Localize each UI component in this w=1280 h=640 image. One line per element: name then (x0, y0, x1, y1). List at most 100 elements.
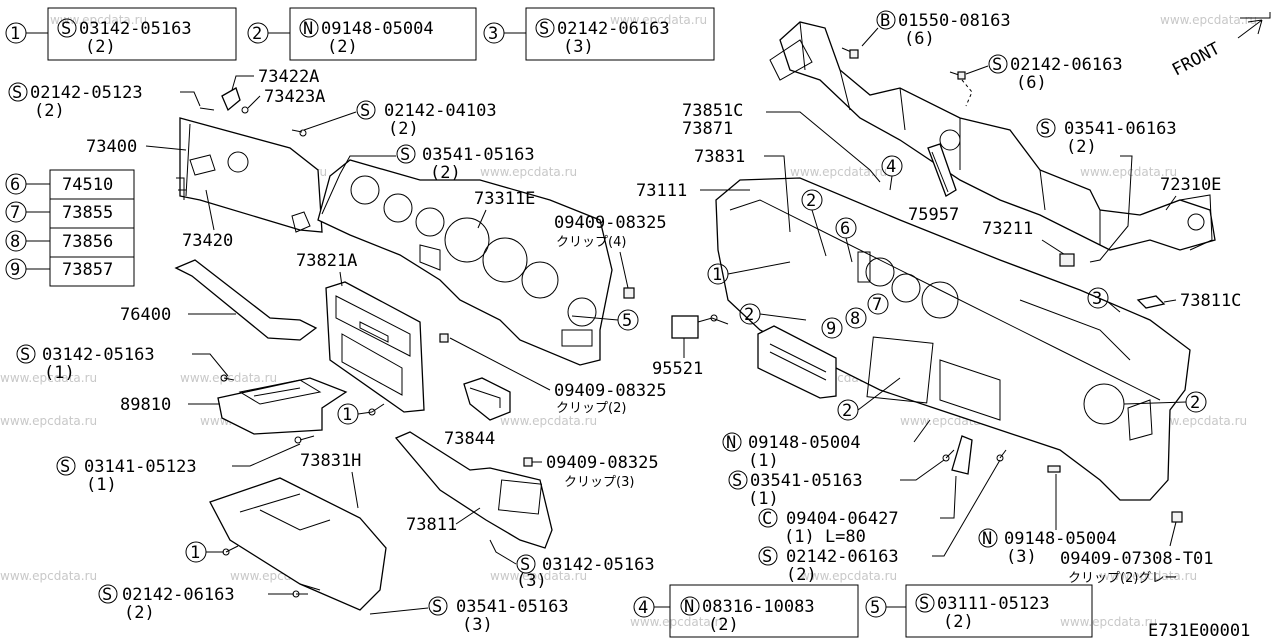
svg-text:02142-06163: 02142-06163 (786, 547, 899, 567)
svg-text:74510: 74510 (62, 175, 113, 195)
svg-text:73844: 73844 (444, 429, 495, 449)
callout-S-02142-05123: S 02142-05123 (2) (8, 82, 201, 121)
callout-6: 6 (835, 217, 857, 263)
clip-icon (523, 457, 533, 467)
callout-clip-4: 09409-08325 クリップ(4) (554, 213, 667, 289)
svg-text:02142-06163: 02142-06163 (557, 19, 670, 39)
watermark: www.epcdata.ru (180, 371, 277, 385)
screw-icon (294, 435, 315, 444)
svg-text:S: S (919, 594, 929, 614)
diagram-code: E731E00001 (1148, 621, 1250, 640)
svg-text:(2): (2) (327, 37, 358, 57)
svg-text:73821A: 73821A (296, 251, 357, 271)
svg-text:4: 4 (638, 598, 648, 618)
svg-text:03141-05123: 03141-05123 (84, 457, 197, 477)
svg-text:(3): (3) (462, 615, 493, 635)
watermark: www.epcdata.ru (0, 569, 97, 583)
svg-text:(6): (6) (904, 29, 935, 49)
svg-text:N: N (303, 19, 313, 39)
svg-text:(3): (3) (1006, 547, 1037, 567)
callout-2-upper: 2 (801, 189, 827, 257)
legend-box-4: 4 N 08316-10083 (2) (633, 584, 859, 638)
callout-S-03142-05163-3: S 03142-05163 (3) (489, 539, 655, 591)
svg-text:02142-04103: 02142-04103 (384, 101, 497, 121)
svg-text:73111: 73111 (636, 181, 687, 201)
svg-text:クリップ(4): クリップ(4) (556, 235, 626, 250)
svg-text:(2): (2) (1066, 137, 1097, 157)
svg-text:(1): (1) (748, 489, 779, 509)
svg-text:(3): (3) (516, 571, 547, 591)
svg-text:クリップ(3): クリップ(3) (564, 475, 634, 490)
svg-text:4: 4 (886, 157, 896, 177)
watermark: www.epcdata.ru (1160, 13, 1257, 27)
svg-text:S: S (1040, 119, 1050, 139)
svg-text:S: S (102, 585, 112, 605)
svg-text:73420: 73420 (182, 231, 233, 251)
svg-text:S: S (732, 471, 742, 491)
bolt-icon (841, 47, 859, 59)
svg-text:01550-08163: 01550-08163 (898, 11, 1011, 31)
legend-box-2: 2 N 09148-05004 (2) (247, 7, 477, 61)
glove-box-lid (176, 117, 323, 233)
svg-text:S: S (539, 19, 549, 39)
callout-73423A: 73423A (247, 87, 325, 109)
svg-text:2: 2 (252, 24, 262, 44)
callout-B-01550-08163: B 01550-08163 (6) (861, 10, 1011, 49)
svg-text:3: 3 (1092, 289, 1102, 309)
svg-text:03142-05163: 03142-05163 (79, 19, 192, 39)
svg-text:S: S (762, 547, 772, 567)
svg-text:09409-08325: 09409-08325 (546, 453, 659, 473)
callout-73422A: 73422A (231, 67, 319, 91)
svg-text:(2): (2) (388, 119, 419, 139)
screw-icon (996, 449, 1007, 462)
svg-text:73400: 73400 (86, 137, 137, 157)
svg-text:09148-05004: 09148-05004 (1004, 529, 1117, 549)
svg-text:2: 2 (806, 191, 816, 211)
watermark: www.epcdata.ru (790, 165, 887, 179)
svg-text:(2): (2) (34, 101, 65, 121)
assist-grip (174, 259, 318, 341)
watermark: www.epcdata.ru (480, 165, 577, 179)
callout-clip-3: 09409-08325 クリップ(3) (532, 453, 659, 490)
callout-C-09404-06427: C 09404-06427 (1) L=80 (758, 475, 957, 547)
svg-text:S: S (360, 101, 370, 121)
trim-piece (951, 435, 973, 475)
callout-73420: 73420 (182, 189, 233, 251)
svg-text:09148-05004: 09148-05004 (748, 433, 861, 453)
svg-text:(6): (6) (1016, 73, 1047, 93)
svg-text:(2): (2) (430, 163, 461, 183)
svg-text:73423A: 73423A (264, 87, 325, 107)
svg-text:(3): (3) (563, 37, 594, 57)
svg-text:03541-05163: 03541-05163 (750, 471, 863, 491)
svg-text:8: 8 (10, 232, 20, 252)
svg-text:73831H: 73831H (300, 451, 361, 471)
callout-N-09148-05004-3: N 09148-05004 (3) (978, 474, 1117, 567)
svg-text:S: S (60, 457, 70, 477)
svg-text:73856: 73856 (62, 232, 113, 252)
svg-text:S: S (12, 83, 22, 103)
svg-text:2: 2 (744, 305, 754, 325)
trim-75957 (927, 143, 957, 197)
callout-8: 8 (845, 307, 867, 329)
svg-text:7: 7 (10, 203, 20, 223)
svg-text:73422A: 73422A (258, 67, 319, 87)
svg-text:73211: 73211 (982, 219, 1033, 239)
watermark: www.epcdata.ru (1100, 569, 1197, 583)
svg-text:03541-06163: 03541-06163 (1064, 119, 1177, 139)
svg-text:08316-10083: 08316-10083 (702, 597, 815, 617)
callout-73311E: 73311E (474, 189, 535, 229)
svg-text:03111-05123: 03111-05123 (937, 594, 1050, 614)
svg-text:1: 1 (10, 24, 20, 44)
svg-text:S: S (20, 345, 30, 365)
svg-text:09409-07308-T01: 09409-07308-T01 (1060, 549, 1214, 569)
svg-text:73851C: 73851C (682, 101, 743, 121)
callout-S-03541-05163-3: S 03541-05163 (3) (369, 596, 569, 635)
callout-1-center: 1 (337, 403, 373, 425)
svg-text:5: 5 (870, 598, 880, 618)
screw-icon (291, 129, 307, 137)
watermark: www.epcdata.ru (0, 371, 97, 385)
callout-73111: 73111 (636, 181, 750, 201)
svg-text:72310E: 72310E (1160, 175, 1221, 195)
svg-text:09409-08325: 09409-08325 (554, 381, 667, 401)
watermark: www.epcdata.ru (500, 414, 597, 428)
